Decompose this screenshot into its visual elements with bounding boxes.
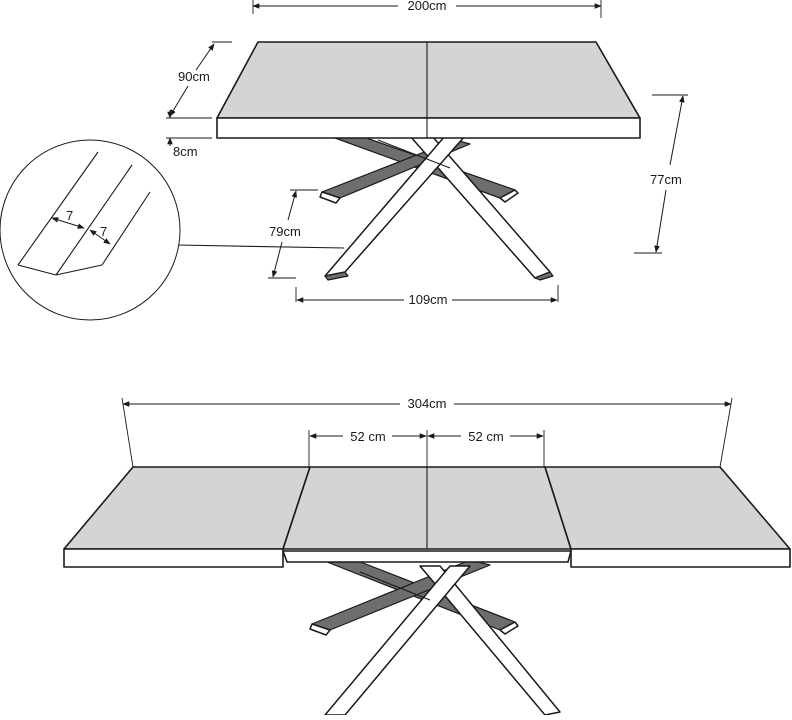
label-extended-width: 304cm	[407, 396, 446, 411]
label-top-width: 200cm	[407, 0, 446, 13]
label-extension-left: 52 cm	[350, 429, 385, 444]
dim-top-depth: 90cm	[169, 41, 232, 117]
label-top-thickness: 8cm	[173, 144, 198, 159]
left-end-leaf	[63, 466, 311, 550]
label-profile-b: 7	[100, 224, 107, 239]
dim-top-width: 200cm	[252, 0, 602, 18]
dim-leg-width: 109cm	[295, 285, 559, 307]
leg-profile-detail: 7 7	[0, 139, 181, 321]
detail-leader-line	[175, 244, 345, 249]
table-top-edge	[216, 117, 641, 139]
label-height: 77cm	[650, 172, 682, 187]
closed-table	[216, 41, 641, 281]
extended-table-legs	[309, 555, 561, 716]
right-end-leaf	[544, 466, 791, 550]
table-top-surface	[216, 41, 641, 119]
right-end-leaf-edge	[570, 548, 791, 568]
dim-extended-width: 304cm	[121, 396, 733, 468]
left-end-leaf-edge	[63, 548, 284, 568]
dim-extension-left: 52 cm	[308, 429, 428, 467]
label-profile-a: 7	[66, 208, 73, 223]
extension-rail	[282, 550, 572, 563]
dim-height: 77cm	[634, 94, 688, 254]
label-leg-depth: 79cm	[269, 224, 301, 239]
extended-table	[63, 466, 791, 716]
label-leg-width: 109cm	[408, 292, 447, 307]
dim-extension-right: 52 cm	[427, 429, 545, 467]
label-extension-right: 52 cm	[468, 429, 503, 444]
closed-table-legs	[319, 133, 554, 281]
dim-top-thickness: 8cm	[166, 110, 212, 159]
dim-leg-depth: 79cm	[268, 189, 318, 279]
label-top-depth: 90cm	[178, 69, 210, 84]
